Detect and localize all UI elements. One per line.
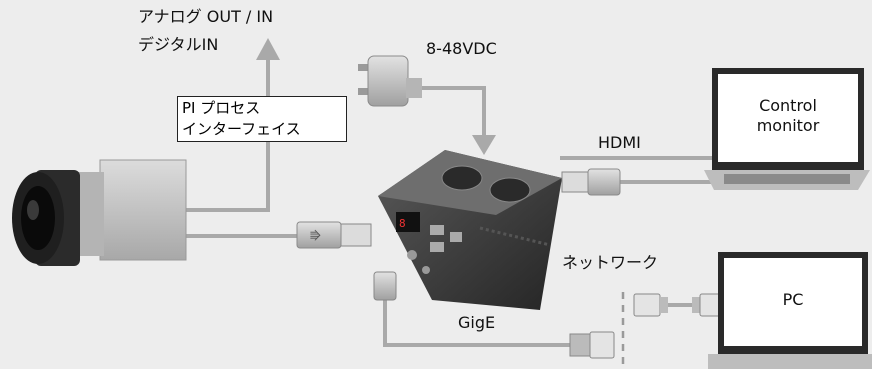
control-monitor-line2: monitor	[756, 116, 820, 135]
pc-laptop-icon	[708, 252, 872, 369]
pi-interface-label-line1: PI プロセス	[182, 99, 261, 117]
control-monitor-line1: Control	[759, 96, 817, 115]
gige-label: GigE	[458, 313, 496, 332]
monitor-usb-plug-icon	[561, 168, 621, 196]
pi-arrow-icon	[256, 38, 280, 60]
camera-usb-plug-icon: ⭆	[296, 221, 372, 249]
network-label: ネットワーク	[562, 253, 659, 272]
pi-interface-box: PI プロセス インターフェイス	[177, 96, 347, 142]
svg-text:⭆: ⭆	[310, 229, 321, 243]
power-plug-icon	[358, 55, 422, 107]
hdmi-label: HDMI	[598, 133, 641, 152]
power-arrow-icon	[472, 135, 496, 155]
gige-cable	[383, 300, 570, 347]
thermal-camera-icon	[12, 159, 187, 266]
analog-io-label: アナログ OUT / IN	[138, 7, 274, 26]
pi-interface-device-icon: 8	[378, 150, 562, 310]
control-monitor-laptop-icon	[704, 68, 870, 190]
power-cable	[420, 86, 486, 135]
pc-screen-label: PC	[782, 290, 804, 309]
control-monitor-screen-label: Control monitor	[718, 96, 858, 136]
svg-text:8: 8	[399, 217, 406, 230]
gige-end-plug-icon	[569, 331, 615, 359]
power-label: 8-48VDC	[426, 39, 497, 58]
digital-in-label: デジタルIN	[138, 35, 219, 54]
pi-interface-label-line2: インターフェイス	[182, 120, 301, 138]
gige-plug-icon	[373, 271, 397, 301]
